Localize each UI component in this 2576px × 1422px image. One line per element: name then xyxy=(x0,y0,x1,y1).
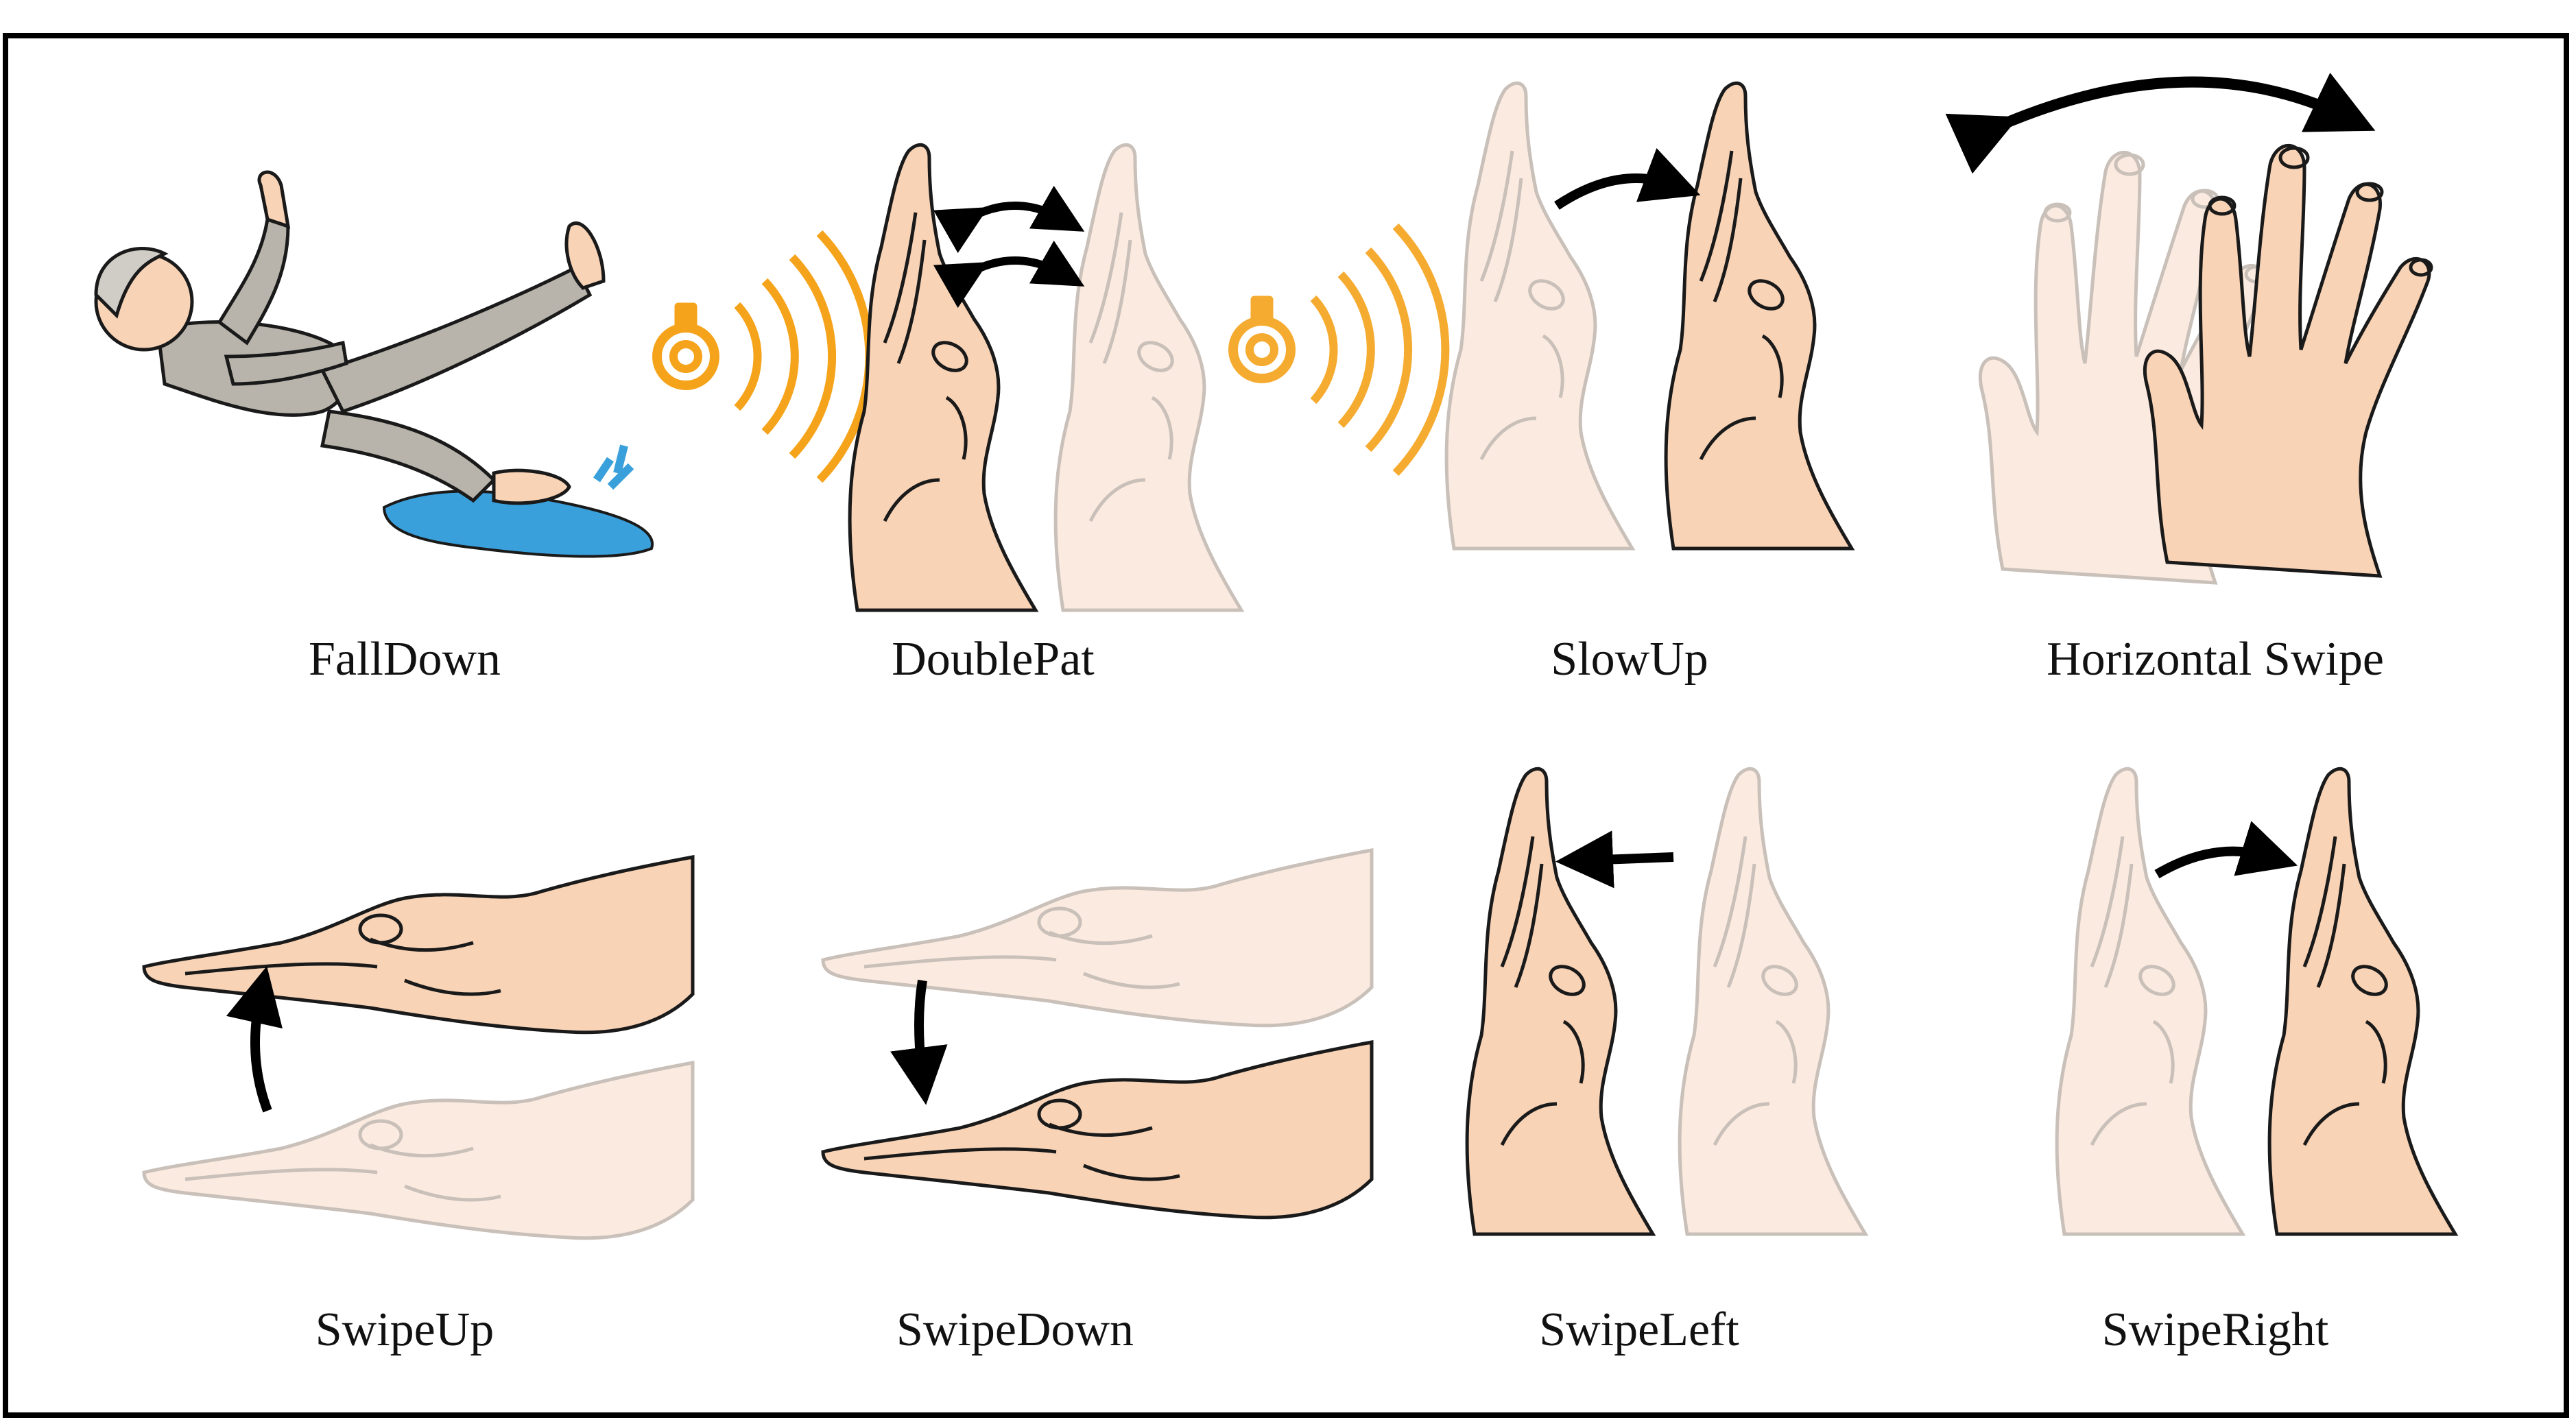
label-swipedown: SwipeDown xyxy=(896,1303,1134,1356)
falldown-illustration xyxy=(94,170,654,558)
label-falldown: FallDown xyxy=(309,633,501,686)
label-swipeup: SwipeUp xyxy=(315,1303,494,1356)
swiperight-illustration xyxy=(2057,769,2455,1234)
swipedown-illustration xyxy=(823,850,1372,1218)
label-slowup: SlowUp xyxy=(1551,633,1708,686)
label-doublepat: DoublePat xyxy=(892,633,1095,686)
slowup-illustration xyxy=(1233,83,1852,549)
horizontal-swipe-illustration xyxy=(1945,72,2431,583)
swipeup-illustration xyxy=(144,857,693,1238)
label-swiperight: SwipeRight xyxy=(2101,1303,2329,1356)
doublepat-illustration xyxy=(657,145,1241,610)
label-horizontal-swipe: Horizontal Swipe xyxy=(2047,633,2384,686)
label-swipeleft: SwipeLeft xyxy=(1539,1303,1739,1356)
swipeleft-illustration xyxy=(1467,769,1865,1234)
